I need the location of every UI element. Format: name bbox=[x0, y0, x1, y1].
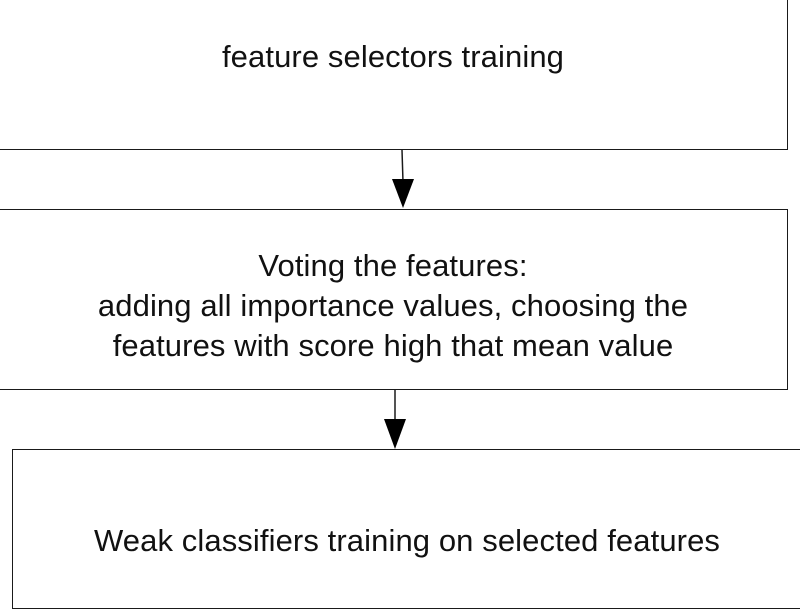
step-label-line: features with score high that mean value bbox=[112, 327, 674, 363]
step-label: feature selectors training bbox=[221, 39, 565, 74]
connector-line-1 bbox=[401, 149, 404, 183]
step-label-line: adding all importance values, choosing t… bbox=[97, 287, 689, 323]
step-label: Weak classifiers training on selected fe… bbox=[93, 523, 721, 558]
step-label-line: Voting the features: bbox=[258, 247, 528, 283]
step-box-voting-features: Voting the features: adding all importan… bbox=[0, 209, 788, 390]
step-box-weak-classifiers-training: Weak classifiers training on selected fe… bbox=[12, 449, 800, 609]
arrowhead-2 bbox=[384, 419, 406, 449]
step-box-feature-selectors-training: feature selectors training bbox=[0, 0, 788, 150]
arrowhead-1 bbox=[392, 179, 414, 208]
